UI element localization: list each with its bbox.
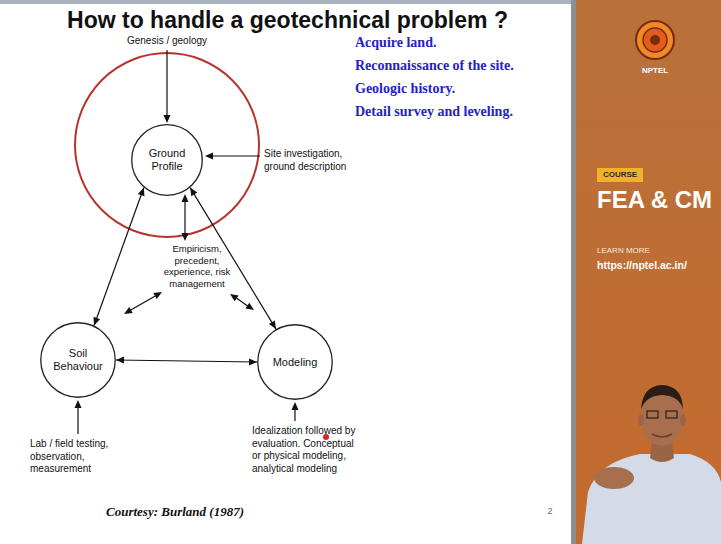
text-holder: Acquire land. <box>355 34 567 52</box>
course-link: https://nptel.ac.in/ <box>597 259 719 272</box>
side-panel <box>575 0 721 544</box>
arrow-head <box>249 358 257 365</box>
step-item: Acquire land. <box>355 34 567 52</box>
arrow-head <box>292 402 299 410</box>
clasped-hands <box>594 467 634 489</box>
panel-divider <box>571 0 576 544</box>
arrow-head <box>75 400 82 408</box>
source-note: Genesis / geology <box>107 35 227 48</box>
step-item: Geologic history. <box>355 80 567 98</box>
text-holder: 2 <box>538 506 562 517</box>
text-holder: Courtesy: Burland (1987) <box>80 504 270 520</box>
input-arrow <box>210 155 260 156</box>
input-note: Site investigation, ground description <box>264 148 354 173</box>
step-item: Detail survey and leveling. <box>355 103 567 121</box>
process-circle: Soil Behaviour <box>40 322 116 398</box>
text-holder: Detail survey and leveling. <box>355 103 567 121</box>
node-text-area: Soil Behaviour <box>40 322 116 398</box>
course-name: FEA & CM <box>597 185 719 215</box>
connector-line <box>94 188 144 326</box>
logo-ring <box>643 28 667 52</box>
mouth <box>652 434 672 437</box>
input-arrow <box>77 405 78 434</box>
double-arrow-connector <box>93 188 144 326</box>
node-label: Ground Profile <box>140 147 195 173</box>
course-badge: COURSE <box>597 168 643 182</box>
process-circle: Modeling <box>257 324 333 400</box>
nptel-logo <box>636 21 674 59</box>
text-holder: FEA & CM <box>597 185 719 215</box>
center-note: Empiricism, precedent, experience, risk … <box>160 243 234 289</box>
link-caption: LEARN MORE <box>597 246 717 256</box>
center-arrow <box>184 199 185 236</box>
text-holder: How to handle a geotechnical problem ? <box>0 6 575 35</box>
text-holder: https://nptel.ac.in/ <box>597 259 719 272</box>
arrow-head <box>190 188 197 197</box>
logo-core <box>650 35 660 45</box>
text-holder: Genesis / geology <box>107 35 227 48</box>
text-holder: NPTEL <box>630 66 680 76</box>
arrow-head <box>124 307 133 314</box>
arrow-head <box>230 294 239 301</box>
arrow-head <box>138 188 145 197</box>
arrow-head <box>116 357 124 364</box>
shirt <box>582 454 721 544</box>
glasses <box>647 411 658 418</box>
top-strip <box>0 0 575 4</box>
hair <box>641 385 683 410</box>
arrow-head <box>269 320 276 329</box>
arrow-head <box>153 292 162 299</box>
arrow-head <box>205 153 213 160</box>
process-circle: Ground Profile <box>131 124 203 196</box>
text-holder: Site investigation, ground description <box>264 148 354 173</box>
step-item: Reconnaissance of the site. <box>355 57 567 75</box>
node-text-area: Modeling <box>257 324 333 400</box>
slide-title: How to handle a geotechnical problem ? <box>0 6 575 35</box>
text-holder: Idealization followed by evaluation. Con… <box>252 425 360 475</box>
arrow-head <box>245 303 254 310</box>
arrow-head <box>182 233 189 241</box>
text-holder: Geologic history. <box>355 80 567 98</box>
ear <box>680 414 686 426</box>
slide-number: 2 <box>538 506 562 517</box>
arrow-head <box>93 317 100 326</box>
center-arrow <box>129 295 157 311</box>
arrow-head <box>182 194 189 202</box>
input-note: Lab / field testing, observation, measur… <box>30 438 120 476</box>
node-text-area: Ground Profile <box>131 124 203 196</box>
logo-caption: NPTEL <box>630 66 680 76</box>
circle-outline-shape <box>132 125 203 196</box>
arrow-head <box>164 115 171 123</box>
text-holder: LEARN MORE <box>597 246 717 256</box>
connector-line <box>116 360 257 362</box>
speaker-figure <box>582 385 721 544</box>
double-arrow-connector <box>116 357 257 366</box>
glasses <box>666 411 677 418</box>
circle-outline-shape <box>258 325 332 399</box>
text-holder: COURSE <box>597 168 643 182</box>
text-holder: Empiricism, precedent, experience, risk … <box>160 243 234 289</box>
node-label: Soil Behaviour <box>51 347 106 373</box>
citation: Courtesy: Burland (1987) <box>80 504 270 520</box>
input-arrow <box>166 50 167 118</box>
ear <box>638 414 644 426</box>
text-holder: Reconnaissance of the site. <box>355 57 567 75</box>
logo-ring <box>636 21 674 59</box>
circle-outline-shape <box>41 323 115 397</box>
node-label: Modeling <box>273 356 318 369</box>
text-holder: Lab / field testing, observation, measur… <box>30 438 120 476</box>
center-arrow <box>235 297 249 307</box>
input-note: Idealization followed by evaluation. Con… <box>252 425 360 475</box>
